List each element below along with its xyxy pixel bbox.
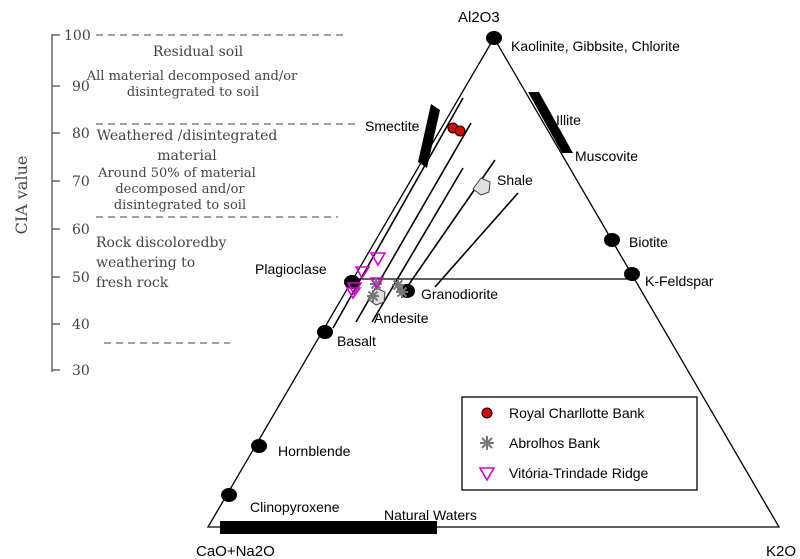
muscovite-label: Muscovite bbox=[575, 148, 638, 164]
royal-charllotte-bank-samples bbox=[447, 122, 466, 137]
vertex-label-right: K2O bbox=[766, 543, 796, 559]
trend-line bbox=[371, 167, 464, 323]
vitoria-trindade-ridge-samples bbox=[345, 252, 387, 300]
plagioclase-label: Plagioclase bbox=[255, 261, 327, 277]
zone-rock-line: Rock discoloredby bbox=[96, 235, 226, 251]
legend-label-royal-charllotte: Royal Charllotte Bank bbox=[509, 405, 645, 421]
legend-asterisk-icon bbox=[480, 436, 494, 450]
zone-residual-line: disintegrated to soil bbox=[127, 85, 259, 100]
vitoria-trindade-sample bbox=[369, 277, 385, 290]
hornblende-label: Hornblende bbox=[278, 443, 351, 459]
illite-label: Illite bbox=[556, 112, 581, 128]
andesite-label: Andesite bbox=[374, 310, 429, 326]
hornblende-point bbox=[251, 439, 267, 453]
plagioclase-point bbox=[344, 275, 360, 289]
vitoria-trindade-sample bbox=[354, 266, 371, 280]
clinopyroxene-label: Clinopyroxene bbox=[250, 499, 340, 515]
legend-box bbox=[461, 396, 698, 491]
cia-tick-label: 60 bbox=[72, 222, 90, 238]
cia-tick-label: 50 bbox=[72, 270, 90, 286]
k-feldspar-point bbox=[624, 267, 640, 281]
shale-label: Shale bbox=[497, 172, 533, 188]
vitoria-trindade-sample bbox=[345, 287, 362, 300]
abrolhos-sample bbox=[396, 286, 408, 298]
trend-line bbox=[332, 97, 464, 329]
zone-weathered-line: disintegrated to soil bbox=[114, 198, 246, 213]
granodiorite-label: Granodiorite bbox=[421, 286, 498, 302]
cia-tick-label: 100 bbox=[64, 28, 91, 44]
kaolinite-label: Kaolinite, Gibbsite, Chlorite bbox=[511, 38, 680, 54]
cia-scale: 100 90 80 70 60 50 40 30 CIA value Resid… bbox=[12, 28, 355, 379]
cia-axis-label: CIA value bbox=[12, 156, 31, 235]
smectite-bar bbox=[418, 104, 440, 168]
basalt-label: Basalt bbox=[337, 333, 376, 349]
royal-charllotte-sample bbox=[454, 125, 466, 137]
biotite-label: Biotite bbox=[629, 234, 668, 250]
vertex-label-left: CaO+Na2O bbox=[196, 543, 275, 559]
cia-zone-rock-text: Rock discoloredby weathering to fresh ro… bbox=[96, 235, 226, 291]
cia-tick-label: 80 bbox=[72, 126, 90, 142]
basalt-point bbox=[317, 325, 333, 339]
mineral-bars bbox=[220, 92, 573, 534]
zone-residual-title: Residual soil bbox=[153, 44, 244, 60]
natural-waters-label: Natural Waters bbox=[384, 507, 477, 523]
zone-weathered-line: decomposed and/or bbox=[115, 182, 245, 197]
legend-circle-icon bbox=[481, 407, 493, 419]
mineral-points bbox=[221, 31, 640, 502]
zone-weathered-title: material bbox=[157, 148, 217, 164]
cia-tick-label: 90 bbox=[72, 79, 90, 95]
shale-point bbox=[472, 177, 491, 196]
zone-weathered-line: Around 50% of material bbox=[97, 166, 256, 181]
cia-tick-label: 30 bbox=[72, 363, 90, 379]
smectite-label: Smectite bbox=[365, 118, 420, 134]
clinopyroxene-point bbox=[221, 488, 237, 502]
natural-waters-bar bbox=[220, 521, 437, 534]
cia-tick-label: 40 bbox=[72, 317, 90, 333]
vitoria-trindade-sample bbox=[369, 252, 387, 267]
zone-residual-line: All material decomposed and/or bbox=[86, 69, 298, 84]
legend-triangle-icon bbox=[478, 467, 496, 482]
k-feldspar-label: K-Feldspar bbox=[645, 273, 714, 289]
diagram-labels: Al2O3 CaO+Na2O K2O Kaolinite, Gibbsite, … bbox=[196, 9, 796, 559]
legend-label-vitoria-trindade: Vitória-Trindade Ridge bbox=[509, 465, 649, 481]
zone-weathered-title: Weathered /disintegrated bbox=[97, 128, 278, 144]
abrolhos-sample bbox=[367, 290, 379, 302]
cia-tick-labels: 100 90 80 70 60 50 40 30 bbox=[64, 28, 91, 379]
trend-line bbox=[434, 192, 519, 288]
cia-tick-label: 70 bbox=[72, 174, 90, 190]
illite-bar bbox=[528, 92, 573, 153]
zone-rock-line: weathering to bbox=[96, 255, 195, 271]
kaolinite-point bbox=[486, 31, 502, 45]
cia-zone-dividers bbox=[96, 34, 355, 344]
biotite-point bbox=[604, 233, 620, 247]
vertex-label-top: Al2O3 bbox=[458, 9, 500, 26]
abrolhos-bank-samples bbox=[367, 278, 408, 302]
cia-tick-marks bbox=[52, 34, 60, 371]
legend: Royal Charllotte Bank Abrolhos Bank Vitó… bbox=[461, 396, 698, 491]
legend-label-abrolhos: Abrolhos Bank bbox=[509, 435, 601, 451]
cia-zone-text: Residual soil All material decomposed an… bbox=[86, 44, 298, 213]
zone-rock-line: fresh rock bbox=[96, 275, 169, 291]
